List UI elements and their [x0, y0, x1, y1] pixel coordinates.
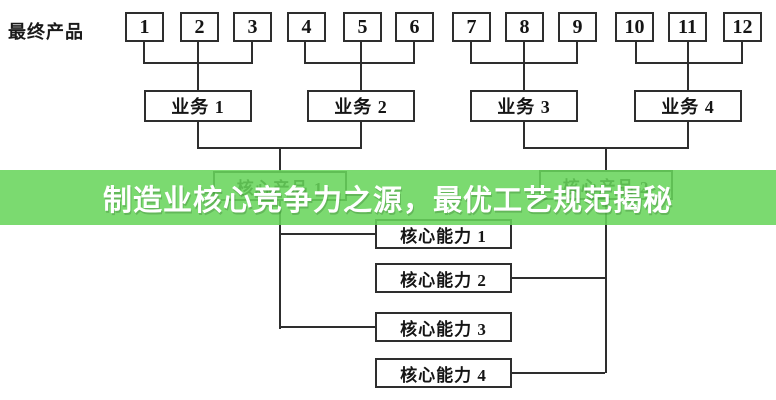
root-label: 最终产品: [8, 22, 84, 42]
connector-line: [687, 62, 689, 90]
connector-line: [251, 42, 253, 62]
connector-line: [512, 372, 605, 374]
product-box-12: 12: [723, 12, 762, 42]
connector-line: [413, 42, 415, 62]
headline-text: 制造业核心竞争力之源，最优工艺规范揭秘: [102, 184, 673, 217]
connector-line: [523, 62, 525, 90]
business-box-1: 业务 1: [144, 90, 252, 122]
business-box-2: 业务 2: [307, 90, 415, 122]
connector-line: [687, 122, 689, 147]
product-box-2: 2: [180, 12, 219, 42]
connector-line: [279, 326, 375, 328]
connector-line: [605, 147, 607, 170]
connector-line: [360, 122, 362, 147]
product-box-9: 9: [558, 12, 597, 42]
product-box-4: 4: [287, 12, 326, 42]
connector-line: [197, 122, 199, 147]
product-box-6: 6: [395, 12, 434, 42]
connector-line: [512, 277, 605, 279]
core-competence-box-4: 核心能力 4: [375, 358, 512, 388]
product-box-3: 3: [233, 12, 272, 42]
connector-line: [523, 122, 525, 147]
connector-line: [279, 147, 281, 171]
product-box-7: 7: [452, 12, 491, 42]
connector-line: [576, 42, 578, 62]
connector-line: [605, 200, 607, 373]
connector-line: [523, 42, 525, 62]
connector-line: [741, 42, 743, 62]
connector-line: [635, 62, 743, 64]
connector-line: [635, 42, 637, 62]
connector-line: [360, 62, 362, 90]
connector-line: [304, 62, 415, 64]
connector-line: [197, 62, 199, 90]
connector-line: [279, 233, 375, 235]
product-box-5: 5: [343, 12, 382, 42]
product-box-1: 1: [125, 12, 164, 42]
business-box-4: 业务 4: [634, 90, 742, 122]
headline-banner: 制造业核心竞争力之源，最优工艺规范揭秘: [0, 170, 776, 225]
product-box-11: 11: [668, 12, 707, 42]
product-box-10: 10: [615, 12, 654, 42]
core-competence-box-3: 核心能力 3: [375, 312, 512, 342]
connector-line: [279, 201, 281, 329]
connector-line: [304, 42, 306, 62]
connector-line: [470, 42, 472, 62]
connector-line: [687, 42, 689, 62]
connector-line: [360, 42, 362, 62]
connector-line: [197, 42, 199, 62]
business-box-3: 业务 3: [470, 90, 578, 122]
product-box-8: 8: [505, 12, 544, 42]
connector-line: [143, 42, 145, 62]
core-competence-box-2: 核心能力 2: [375, 263, 512, 293]
